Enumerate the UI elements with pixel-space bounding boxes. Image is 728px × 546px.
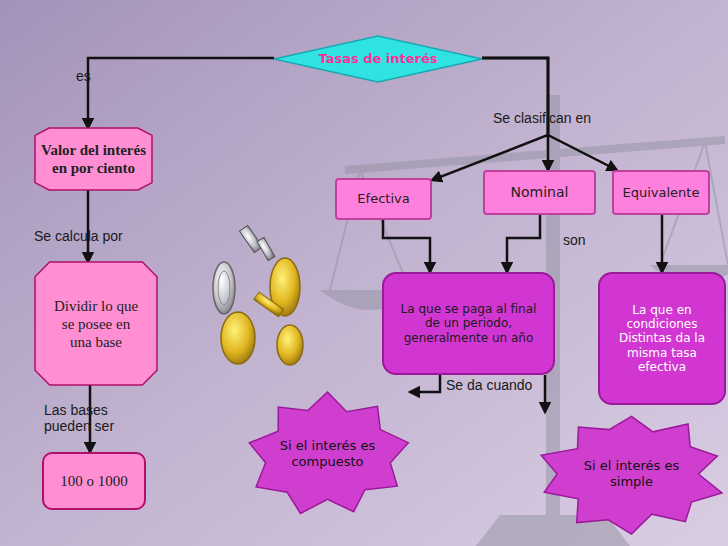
definition-box: La que en condiciones Distintas da la mi… xyxy=(598,272,726,405)
condition-starburst: Si el interés es simple xyxy=(535,412,728,536)
node-text: Dividir lo que se posee en una base xyxy=(50,297,142,351)
connector-arrow xyxy=(544,375,547,412)
node-text: La que se paga al final de un periodo, g… xyxy=(394,302,544,345)
edge-label: Se calcula por xyxy=(34,228,123,244)
edge-label: Se da cuando xyxy=(446,377,532,393)
condition-starburst: Si el interés es compuesto xyxy=(245,388,410,520)
node-text: Equivalente xyxy=(613,185,709,201)
node-text: 100 o 1000 xyxy=(46,472,142,490)
node-text: Nominal xyxy=(486,184,594,201)
category-box: Equivalente xyxy=(612,170,710,215)
coin-stack xyxy=(257,237,275,260)
connector-arrow xyxy=(383,220,430,272)
node-text: Tasas de interés xyxy=(303,51,453,67)
connector-arrow xyxy=(661,215,664,272)
node-outline-shape xyxy=(249,392,408,513)
node-outline-shape xyxy=(35,128,152,190)
connector-arrow xyxy=(507,215,540,272)
connector-arrow xyxy=(482,58,617,170)
decision-diamond: Tasas de interés xyxy=(274,36,482,82)
connector-arrow xyxy=(88,58,274,128)
scale-beam xyxy=(345,140,725,170)
node-outline-shape xyxy=(35,262,157,385)
connector-arrow xyxy=(87,190,90,262)
concept-box: Valor del interés en por ciento xyxy=(35,128,152,190)
silver-coin xyxy=(218,271,230,305)
node-text: La que en condiciones Distintas da la mi… xyxy=(614,303,710,375)
category-box: Nominal xyxy=(483,170,596,215)
node-text: Si el interés es simple xyxy=(567,458,697,489)
definition-box: La que se paga al final de un periodo, g… xyxy=(382,272,555,375)
coins-illustration xyxy=(213,225,303,365)
edge-label: es xyxy=(76,68,91,84)
category-box: Efectiva xyxy=(335,178,432,220)
concept-box: 100 o 1000 xyxy=(42,452,146,510)
node-text: Si el interés es compuesto xyxy=(268,438,388,469)
edge-label: Las bases pueden ser xyxy=(44,402,144,434)
node-text: Valor del interés en por ciento xyxy=(38,141,150,177)
concept-box: Dividir lo que se posee en una base xyxy=(35,262,157,385)
coin-stack xyxy=(239,225,262,252)
node-outline-shape xyxy=(541,416,722,534)
gold-coin-edge xyxy=(254,292,284,317)
connector-arrow xyxy=(410,375,440,392)
node-text: Efectiva xyxy=(338,191,430,207)
gold-coin xyxy=(221,312,255,364)
silver-coin xyxy=(213,262,235,314)
edge-label: son xyxy=(563,232,586,248)
gold-coin xyxy=(277,325,303,365)
node-outline xyxy=(35,128,152,190)
edge-label: Se clasifican en xyxy=(493,110,591,126)
node-outline-shape xyxy=(274,36,482,82)
